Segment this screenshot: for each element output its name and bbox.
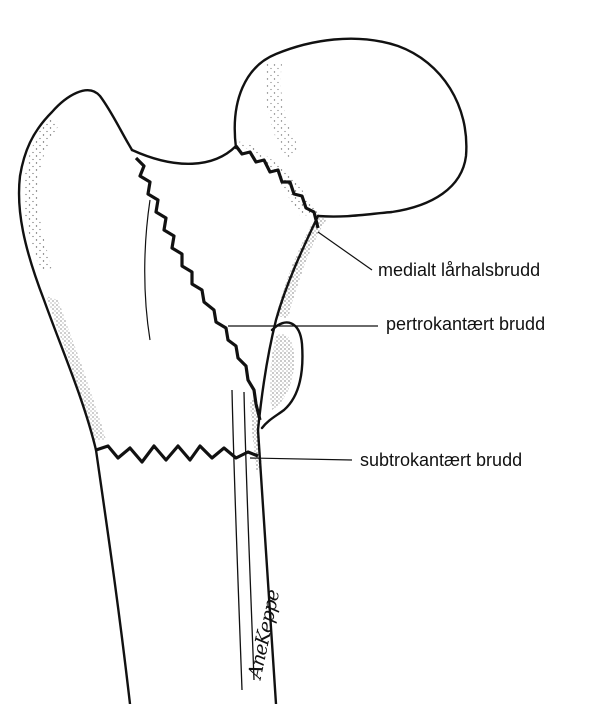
shaft-lateral-edge (96, 450, 130, 704)
label-medial-neck-fracture: medialt lårhalsbrudd (378, 260, 540, 281)
leader-medial (318, 232, 372, 270)
medial-neck-fracture (236, 146, 318, 228)
leader-subtrochanteric (250, 458, 352, 460)
label-pertrochanteric-fracture: pertrokantært brudd (386, 314, 545, 335)
lesser-trochanter-shading (270, 334, 294, 410)
intertrochanteric-line (145, 200, 150, 340)
neck-upper-edge (132, 146, 236, 164)
canal-line-1 (232, 390, 242, 690)
trochanter-shading (24, 116, 60, 270)
shaft-lateral-shading (46, 296, 106, 440)
head-shading (265, 62, 300, 160)
calcar-shading (276, 214, 326, 318)
label-subtrochanteric-fracture: subtrokantært brudd (360, 450, 522, 471)
pertrochanteric-fracture (136, 158, 260, 420)
